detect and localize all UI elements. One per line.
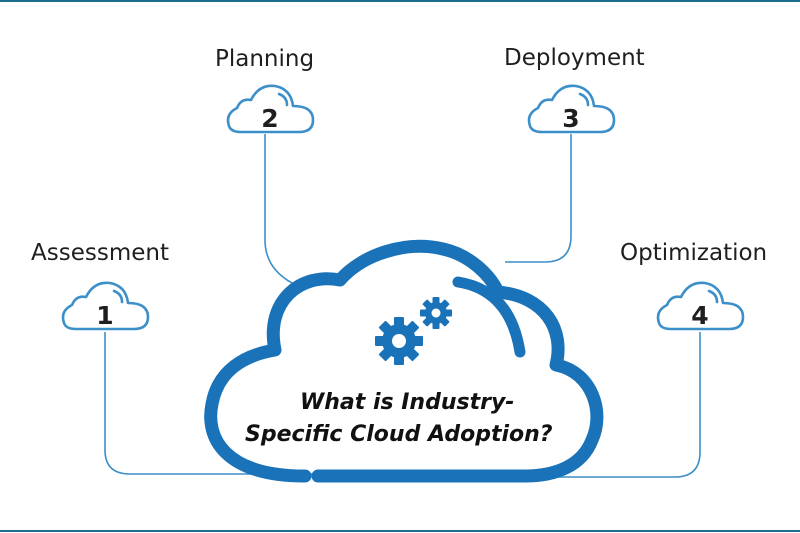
central-cloud bbox=[204, 239, 604, 483]
central-title-line-2: Specific Cloud Adoption? bbox=[245, 422, 553, 447]
bottom-border-line bbox=[0, 530, 800, 532]
central-title-line-1: What is Industry- bbox=[300, 390, 515, 415]
cloud-icon bbox=[656, 281, 745, 331]
gears-icon bbox=[375, 297, 452, 365]
connector-deployment bbox=[505, 134, 572, 263]
step-label-planning: Planning bbox=[215, 46, 315, 72]
connector-optimization bbox=[535, 332, 701, 478]
cloud-icon bbox=[226, 84, 315, 134]
step-number-3: 3 bbox=[562, 104, 580, 133]
top-border-line bbox=[0, 0, 800, 2]
step-label-assessment: Assessment bbox=[31, 240, 169, 266]
step-number-2: 2 bbox=[261, 104, 279, 133]
step-label-optimization: Optimization bbox=[620, 240, 768, 266]
connector-planning bbox=[264, 134, 293, 284]
step-number-1: 1 bbox=[96, 301, 114, 330]
connector-assessment bbox=[104, 332, 315, 475]
cloud-icon bbox=[61, 281, 150, 331]
step-number-4: 4 bbox=[691, 301, 709, 330]
cloud-icon bbox=[527, 84, 616, 134]
step-label-deployment: Deployment bbox=[504, 45, 645, 71]
